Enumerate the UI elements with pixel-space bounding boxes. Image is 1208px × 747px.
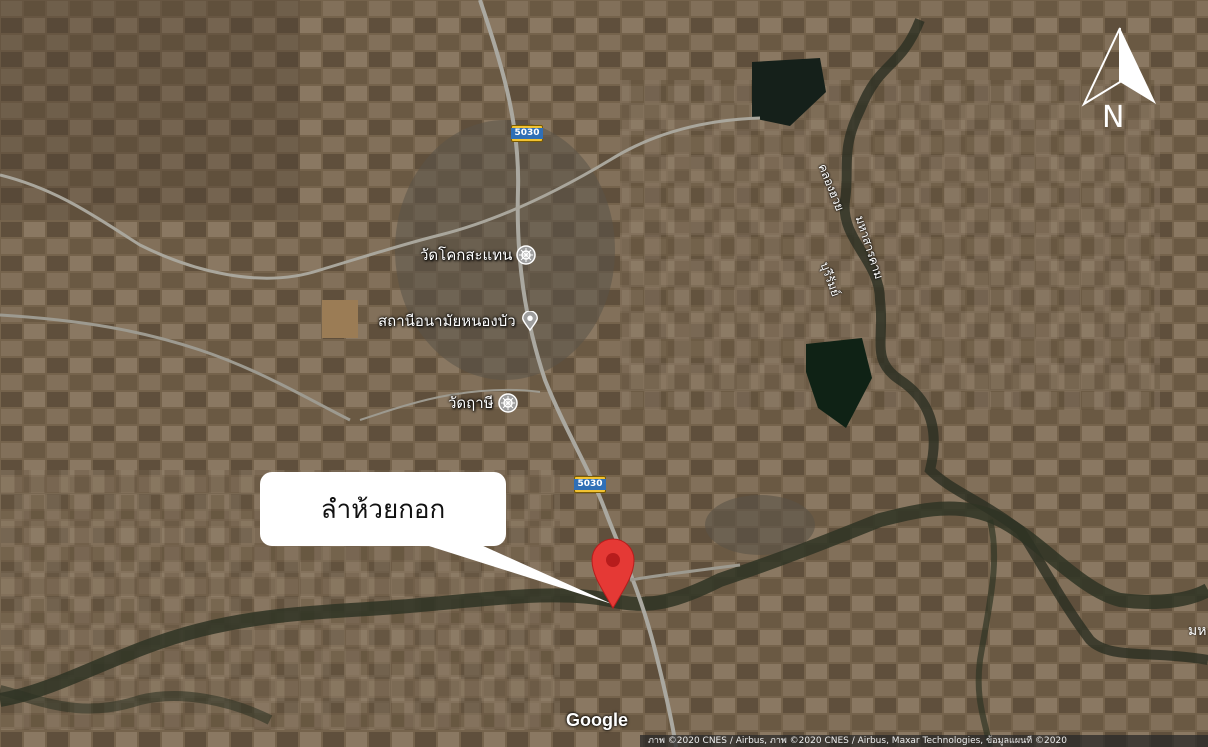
poi-label: สถานีอนามัยหนองบัว <box>378 312 516 330</box>
temple-icon <box>497 393 518 413</box>
location-pin-icon[interactable] <box>590 538 636 610</box>
route-number: 5030 <box>574 479 606 490</box>
poi-label: วัดฤาษี <box>448 394 494 412</box>
compass-north-letter: N <box>1102 100 1125 135</box>
route-shield-5030-south: 5030 <box>574 476 606 493</box>
poi-label: วัดโคกสะแทน <box>420 246 513 264</box>
river-callout-box: ลำห้วยกอก <box>260 472 506 546</box>
edge-place-label: มห <box>1188 623 1207 639</box>
callout-label: ลำห้วยกอก <box>320 494 446 525</box>
google-logo: Google <box>566 710 628 730</box>
route-shield-5030-north: 5030 <box>511 125 543 142</box>
north-arrow-icon <box>1081 27 1156 107</box>
poi-wat-ruesi[interactable]: วัดฤาษี <box>448 391 518 415</box>
temple-icon <box>516 245 537 265</box>
place-marker-icon <box>521 311 538 331</box>
map-attribution[interactable]: ภาพ ©2020 CNES / Airbus, ภาพ ©2020 CNES … <box>640 735 1208 747</box>
poi-wat-khok-sathaen[interactable]: วัดโคกสะแทน <box>420 243 537 267</box>
route-number: 5030 <box>511 128 543 139</box>
poi-health-station-nong-bua[interactable]: สถานีอนามัยหนองบัว <box>378 309 540 333</box>
